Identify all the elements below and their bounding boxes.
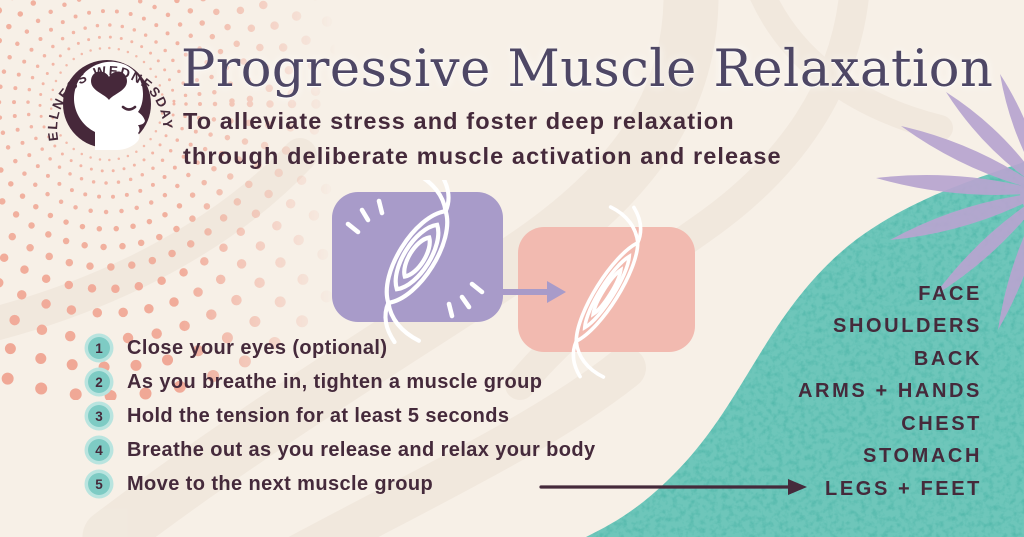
- muscle-group-face: FACE: [918, 282, 982, 305]
- page-title: Progressive Muscle Relaxation: [181, 40, 994, 99]
- subtitle-line-2: through deliberate muscle activation and…: [183, 143, 782, 169]
- next-group-arrow-icon: [539, 479, 807, 495]
- dotted-rings-decoration: [0, 0, 405, 400]
- muscle-illustration: [332, 180, 695, 379]
- relaxed-muscle-icon: [571, 205, 643, 379]
- step-row-2: 2 As you breathe in, tighten a muscle gr…: [88, 370, 596, 394]
- step-row-3: 3 Hold the tension for at least 5 second…: [88, 404, 596, 428]
- muscle-group-stomach: STOMACH: [863, 445, 982, 468]
- step-number-badge: 4: [88, 439, 110, 461]
- page-subtitle: To alleviate stress and foster deep rela…: [183, 104, 903, 174]
- muscle-group-arms-hands: ARMS + HANDS: [798, 380, 982, 403]
- step-number-badge: 3: [88, 405, 110, 427]
- wellness-badge-area: WELLNESS WEDNESDAYS: [0, 0, 405, 400]
- step-text: Breathe out as you release and relax you…: [127, 438, 596, 461]
- step-row-1: 1 Close your eyes (optional): [88, 336, 596, 360]
- tense-muscle-icon: [345, 180, 485, 345]
- palm-leaf-icon: [876, 74, 1024, 330]
- muscle-groups-list: FACE SHOULDERS BACK ARMS + HANDS CHEST S…: [798, 278, 982, 506]
- head-with-heart-icon: [73, 61, 145, 150]
- teal-blob: [586, 162, 1024, 537]
- step-row-5: 5 Move to the next muscle group: [88, 472, 596, 496]
- step-text: As you breathe in, tighten a muscle grou…: [127, 370, 543, 393]
- wellness-badge: WELLNESS WEDNESDAYS: [0, 0, 174, 150]
- muscle-group-shoulders: SHOULDERS: [833, 315, 982, 338]
- subtitle-line-1: To alleviate stress and foster deep rela…: [183, 108, 735, 134]
- step-number-badge: 5: [88, 473, 110, 495]
- step-text: Hold the tension for at least 5 seconds: [127, 404, 510, 427]
- step-number-badge: 1: [88, 337, 110, 359]
- transition-arrow-icon: [495, 281, 566, 303]
- tension-marks: [345, 198, 485, 319]
- muscle-group-back: BACK: [913, 347, 982, 370]
- step-number-badge: 2: [88, 371, 110, 393]
- steps-list: 1 Close your eyes (optional) 2 As you br…: [88, 336, 596, 496]
- step-text: Move to the next muscle group: [127, 472, 434, 495]
- step-row-4: 4 Breathe out as you release and relax y…: [88, 438, 596, 462]
- muscle-group-legs-feet: LEGS + FEET: [825, 477, 982, 500]
- relaxed-muscle-card: [518, 227, 695, 352]
- step-text: Close your eyes (optional): [127, 336, 388, 359]
- tense-muscle-card: [332, 192, 503, 322]
- muscle-group-chest: CHEST: [901, 412, 982, 435]
